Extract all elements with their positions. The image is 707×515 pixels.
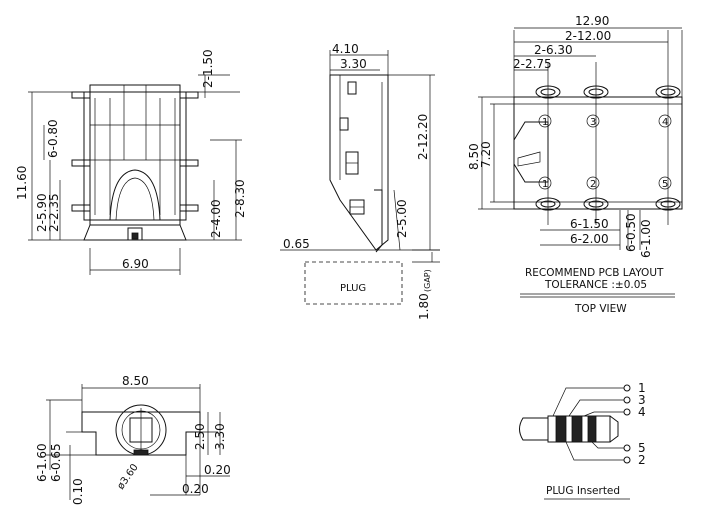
plug-caption: PLUG Inserted xyxy=(546,485,620,497)
pcb-dim-6-050: 6-0.50 xyxy=(624,213,638,252)
pcb-dim-2-275: 2-2.75 xyxy=(513,57,552,71)
pcb-layout: 1 3 4 1 2 5 12.90 2-12.00 2-6.30 2-2.75 … xyxy=(467,14,683,315)
pcb-dim-720: 7.20 xyxy=(479,141,493,168)
side-dim-2-1220: 2-12.20 xyxy=(416,114,430,160)
front-dim-2-590: 2-5.90 xyxy=(35,193,49,232)
bottom-dim-330: 3.30 xyxy=(213,423,227,450)
pcb-note-line1: RECOMMEND PCB LAYOUT xyxy=(525,267,664,279)
bottom-dim-020b: 0.20 xyxy=(182,482,209,496)
side-gap-label: (GAP) xyxy=(423,269,432,292)
pcb-dim-1290: 12.90 xyxy=(575,14,609,28)
pcb-pin-2: 2 xyxy=(590,179,596,190)
pcb-dim-6-200: 6-2.00 xyxy=(570,232,609,246)
plug-pin-3: 3 xyxy=(638,393,646,407)
bottom-dim-020a: 0.20 xyxy=(204,463,231,477)
front-dim-height: 11.60 xyxy=(15,166,29,200)
side-dim-2-500: 2-5.00 xyxy=(395,199,409,238)
bottom-dim-6-160: 6-1.60 xyxy=(35,443,49,482)
front-dim-2-235: 2-2.35 xyxy=(47,193,61,232)
side-view: 4.10 3.30 2-12.20 2-5.00 0.65 PLUG 1.80 … xyxy=(280,42,440,320)
pcb-pin-3: 3 xyxy=(590,117,596,128)
pcb-dim-2-630: 2-6.30 xyxy=(534,43,573,57)
plug-pin-1: 1 xyxy=(638,381,646,395)
pcb-dim-6-150: 6-1.50 xyxy=(570,217,609,231)
pcb-pin-5: 5 xyxy=(662,179,668,190)
pcb-dim-2-1200: 2-12.00 xyxy=(565,29,611,43)
pcb-pin-4: 4 xyxy=(662,117,668,128)
plug-label: PLUG xyxy=(340,283,366,294)
pcb-note-line2: TOLERANCE :±0.05 xyxy=(544,279,647,291)
pcb-dim-850: 8.50 xyxy=(467,143,481,170)
front-dim-width: 6.90 xyxy=(122,257,149,271)
pcb-dim-6-100: 6-1.00 xyxy=(639,219,653,258)
bottom-view: 8.50 6-1.60 6-0.65 0.10 ø3.60 2.50 3.30 … xyxy=(35,374,231,505)
bottom-dim-850: 8.50 xyxy=(122,374,149,388)
front-dim-top-right: 2-1.50 xyxy=(201,49,215,88)
bottom-dim-dia: ø3.60 xyxy=(115,462,140,492)
plug-pin-4: 4 xyxy=(638,405,646,419)
front-view: 2-1.50 6-0.80 11.60 2-5.90 2-2.35 2-8.30… xyxy=(15,49,247,275)
side-dim-330: 3.30 xyxy=(340,57,367,71)
plug-schematic: 1 3 4 5 2 PLUG Inserted xyxy=(519,381,646,500)
bottom-dim-6-065: 6-0.65 xyxy=(49,443,63,482)
side-dim-410: 4.10 xyxy=(332,42,359,56)
front-dim-2-830: 2-8.30 xyxy=(233,179,247,218)
bottom-dim-250: 2.50 xyxy=(193,423,207,450)
side-dim-180: 1.80 xyxy=(417,293,431,320)
front-dim-6-080: 6-0.80 xyxy=(46,119,60,158)
front-dim-2-400: 2-4.00 xyxy=(209,199,223,238)
side-dim-065: 0.65 xyxy=(283,237,310,251)
bottom-dim-010: 0.10 xyxy=(71,478,85,505)
pcb-pin-1a: 1 xyxy=(542,117,548,128)
plug-pin-5: 5 xyxy=(638,441,646,455)
plug-pin-2: 2 xyxy=(638,453,646,467)
pcb-view-label: TOP VIEW xyxy=(574,303,627,315)
pcb-pin-1b: 1 xyxy=(542,179,548,190)
